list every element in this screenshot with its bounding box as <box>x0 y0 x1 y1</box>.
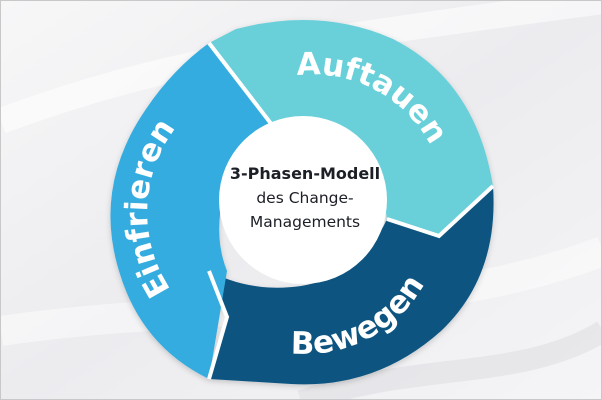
center-title-line-1: 3-Phasen-Modell <box>229 164 381 183</box>
center-title: 3-Phasen-Modell des Change- Managements <box>222 162 388 234</box>
center-circle <box>219 116 387 284</box>
phase-segment-bewegen <box>209 186 494 385</box>
segment-divider <box>386 184 495 239</box>
center-title-line-3: Managements <box>249 213 361 231</box>
phase-segment-einfrieren <box>110 43 279 379</box>
center-title-line-2: des Change- <box>256 189 354 207</box>
segment-divider <box>207 270 230 380</box>
segment-divider <box>207 41 281 136</box>
phase-segment-auftauen <box>209 20 493 237</box>
background-wave <box>297 321 601 399</box>
